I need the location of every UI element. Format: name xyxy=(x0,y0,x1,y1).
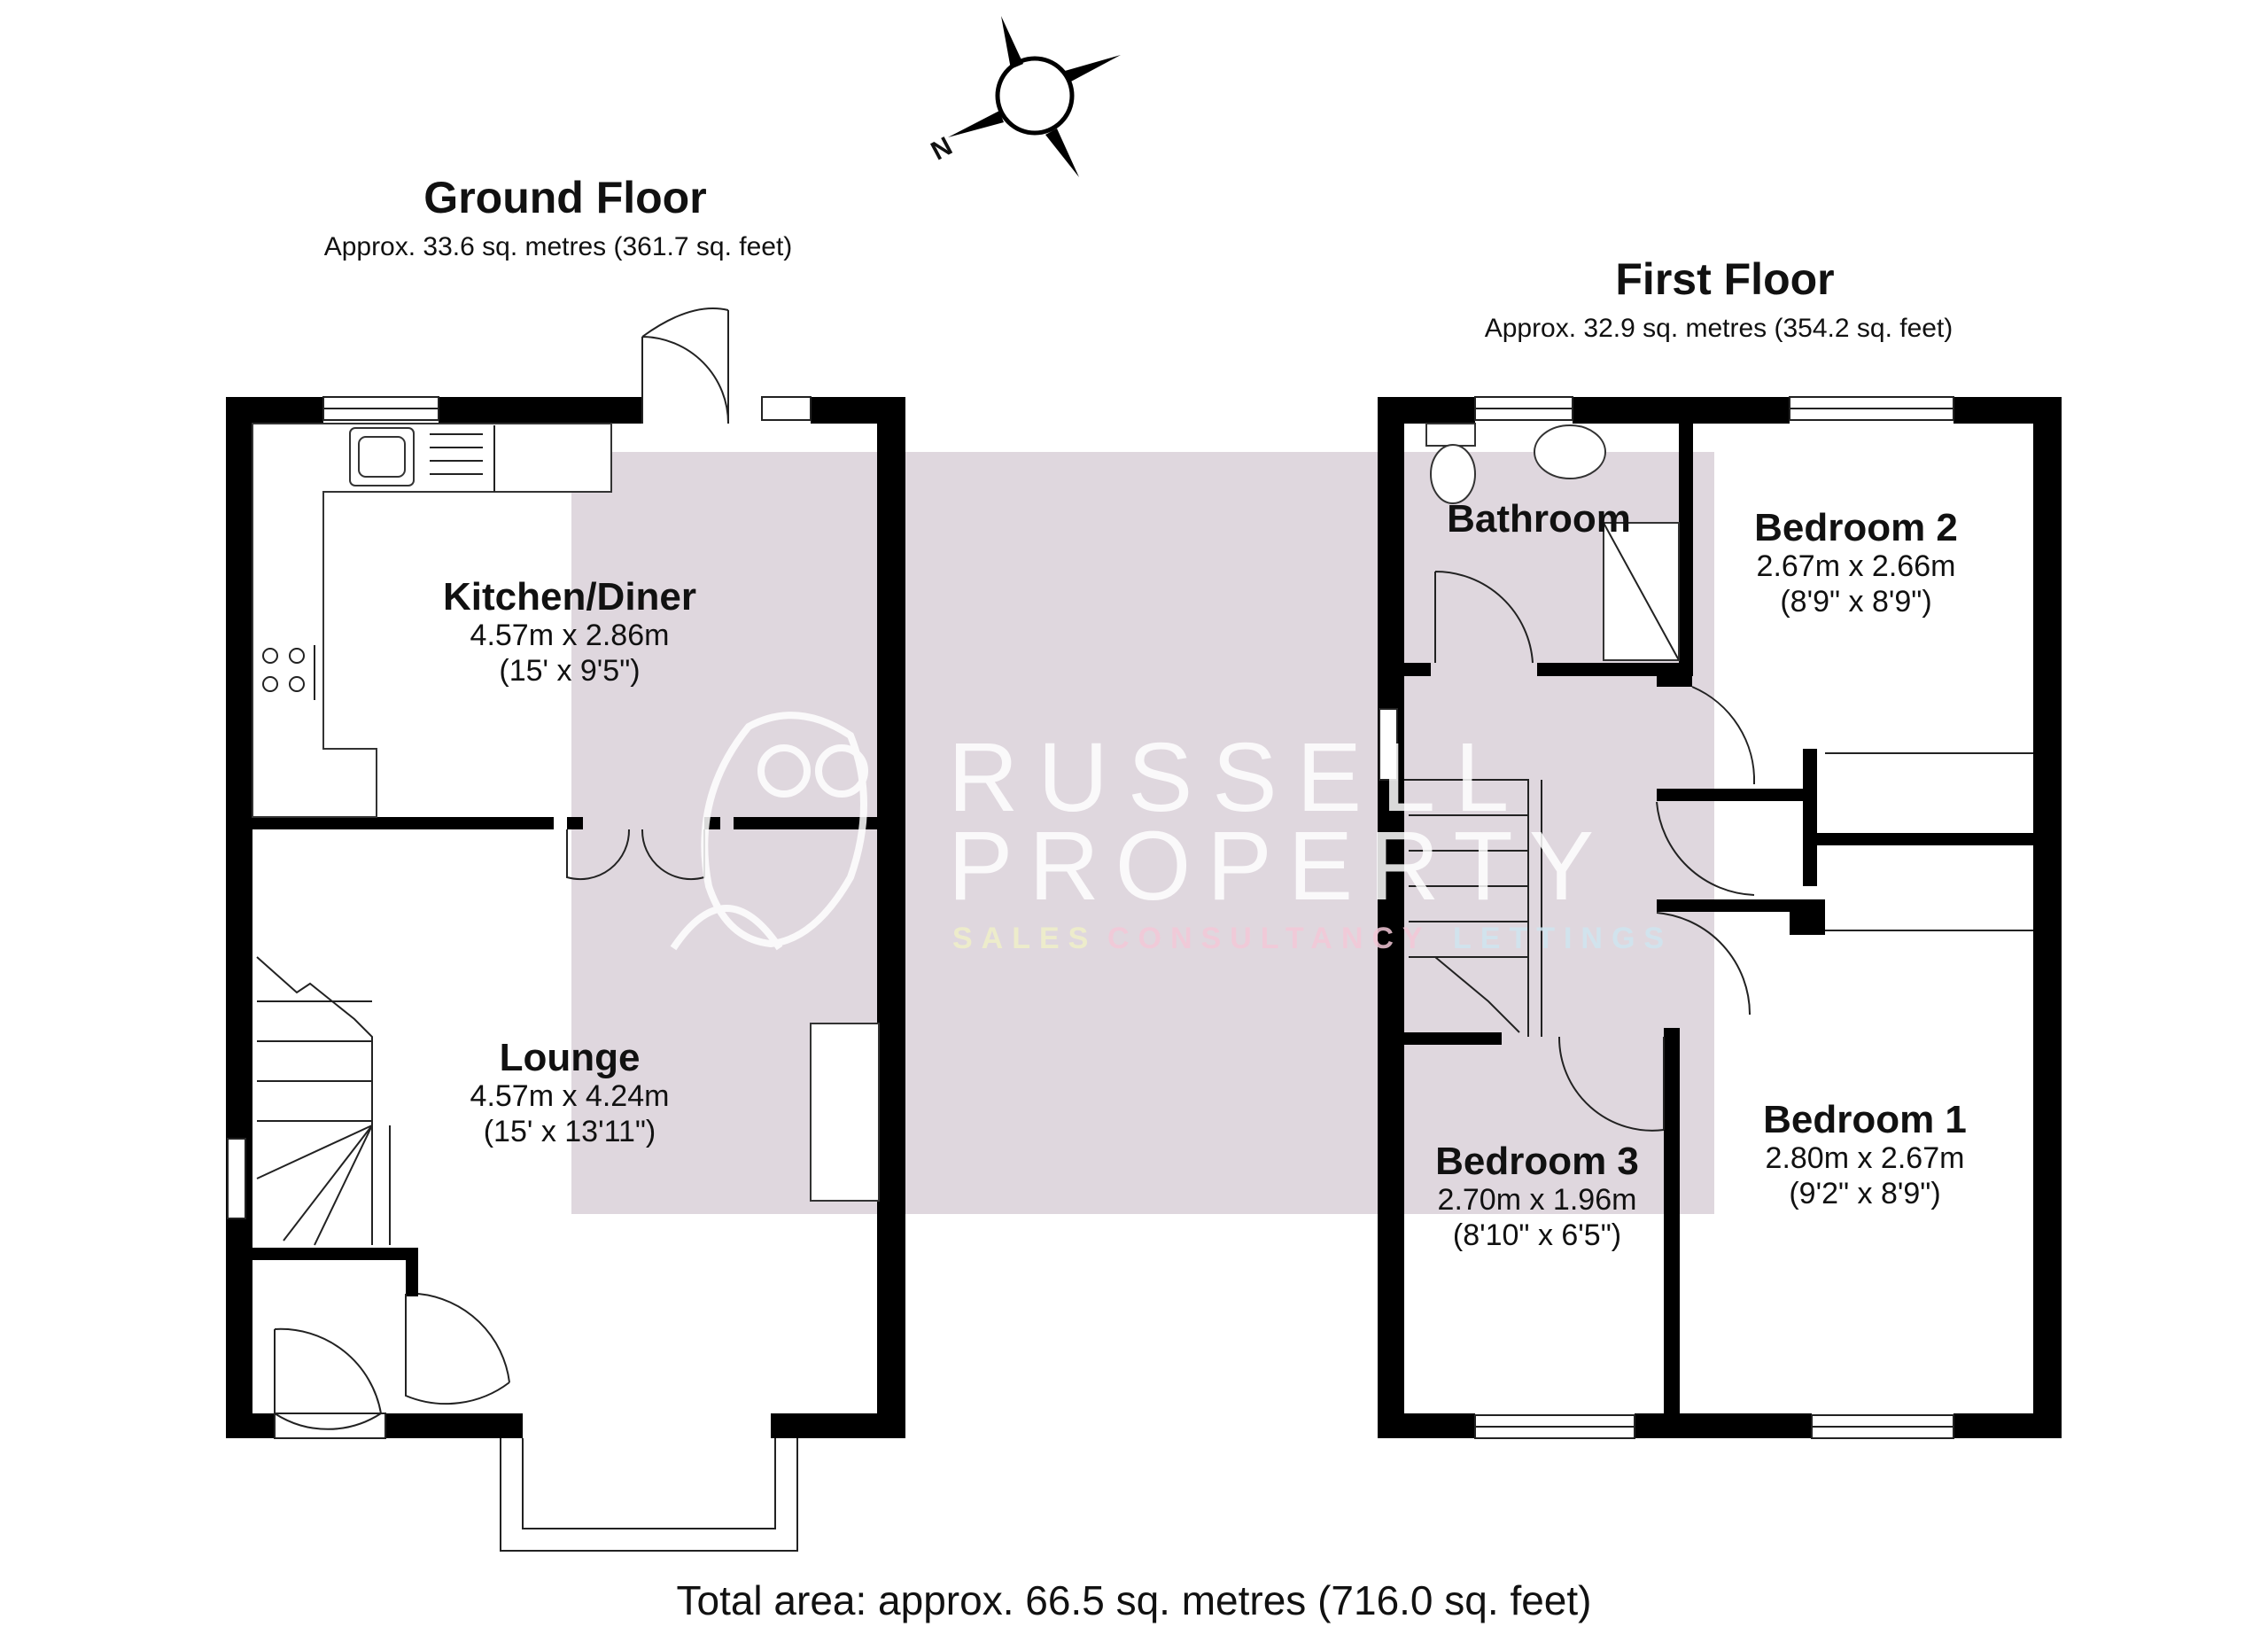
room-bedroom-2-name: Bedroom 2 xyxy=(1754,506,1958,549)
ground-floor-title: Ground Floor xyxy=(423,173,706,222)
watermark-line2: PROPERTY xyxy=(948,812,1610,921)
room-bedroom-2-imperial: (8'9" x 8'9") xyxy=(1780,585,1931,619)
ground-floor-area: Approx. 33.6 sq. metres (361.7 sq. feet) xyxy=(324,232,793,261)
ground-floor-plan xyxy=(226,307,905,1552)
room-bedroom-2-metric: 2.67m x 2.66m xyxy=(1757,549,1956,583)
room-kitchen-diner-name: Kitchen/Diner xyxy=(443,575,696,619)
watermark-panel xyxy=(571,452,1714,1214)
room-bedroom-1-metric: 2.80m x 2.67m xyxy=(1766,1141,1965,1175)
watermark-tag-sales: SALES xyxy=(952,922,1097,955)
room-kitchen-diner-metric: 4.57m x 2.86m xyxy=(470,619,670,652)
room-lounge-imperial: (15' x 13'11") xyxy=(484,1115,656,1148)
compass-icon xyxy=(948,16,1121,177)
watermark: RUSSELL PROPERTY SALES CONSULTANCY LETTI… xyxy=(670,712,1673,955)
watermark-tag-consultancy: CONSULTANCY xyxy=(1107,922,1432,955)
owl-logo-icon xyxy=(670,712,868,951)
room-lounge-metric: 4.57m x 4.24m xyxy=(470,1079,670,1113)
room-bedroom-1-imperial: (9'2" x 8'9") xyxy=(1789,1177,1940,1210)
room-bedroom-3-imperial: (8'10" x 6'5") xyxy=(1453,1218,1621,1252)
compass-label: N xyxy=(927,131,958,166)
room-lounge-name: Lounge xyxy=(500,1036,641,1079)
first-floor-area: Approx. 32.9 sq. metres (354.2 sq. feet) xyxy=(1485,314,1953,343)
room-bedroom-1-name: Bedroom 1 xyxy=(1763,1098,1967,1141)
watermark-line1: RUSSELL xyxy=(948,723,1528,832)
first-floor-title: First Floor xyxy=(1615,254,1834,304)
room-bedroom-3-name: Bedroom 3 xyxy=(1435,1140,1639,1183)
room-bathroom-name: Bathroom xyxy=(1447,497,1631,541)
room-bedroom-3-metric: 2.70m x 1.96m xyxy=(1438,1183,1637,1217)
room-kitchen-diner-imperial: (15' x 9'5") xyxy=(499,654,640,688)
total-area: Total area: approx. 66.5 sq. metres (716… xyxy=(676,1577,1591,1623)
first-floor-plan xyxy=(1378,396,2062,1439)
watermark-tag-lettings: LETTINGS xyxy=(1453,922,1673,955)
